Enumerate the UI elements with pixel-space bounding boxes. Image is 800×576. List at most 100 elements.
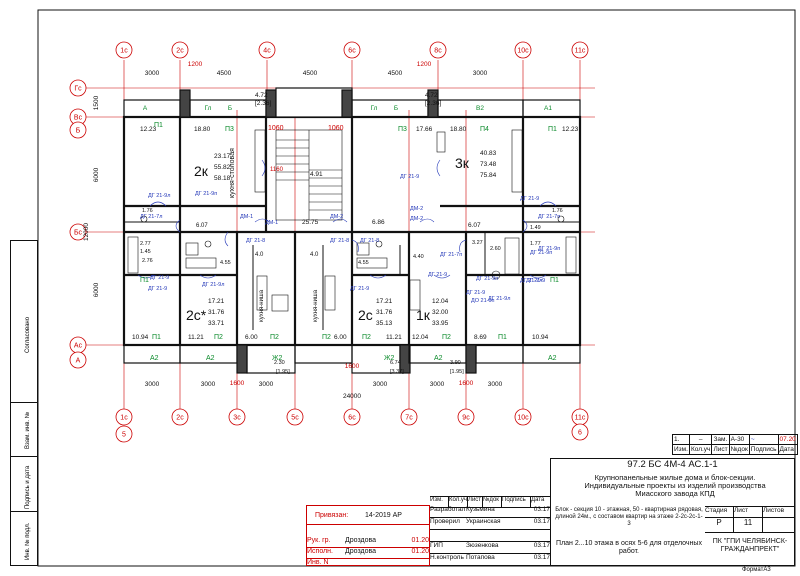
axis-top-label-circle (571, 41, 589, 59)
attach-name: Дроздова (345, 537, 377, 544)
axis-bottom-label-circle (343, 408, 361, 426)
person-row: Проверил Украинская 03.17 (430, 518, 550, 530)
rev-dash: – (688, 434, 713, 445)
dim-left: 12000 (83, 223, 90, 241)
axis-bottom-label: 5с (291, 415, 299, 422)
room-apt-l-3: 58.18 (214, 175, 231, 182)
room-l-277: 2.77 (140, 241, 151, 247)
axis-left-big-label-circle (69, 121, 87, 139)
dim-bottom: 3000 (488, 381, 503, 388)
rev-date: 07.20 (777, 434, 798, 445)
room-l-p3: П3 (225, 126, 234, 133)
axis-bottom-label-circle (457, 408, 475, 426)
dim-bottom: 3000 (373, 381, 388, 388)
room-c-2575: 25.75 (302, 219, 319, 226)
axis-top-label-circle (429, 41, 447, 59)
room-b-1121: 11.21 (188, 334, 204, 341)
axis-bottom-label: 2с (176, 415, 184, 422)
door-label: ДГ 21-7л (520, 278, 542, 284)
axis-bottom-label: 9с (462, 415, 470, 422)
door-label: ДГ 21-9 (148, 286, 167, 292)
dim-left: 6000 (93, 167, 100, 182)
axis-top-label: 2с (176, 48, 184, 55)
duct-label: [2.36] (255, 100, 271, 107)
room-apt-r-3: 75.84 (480, 172, 497, 179)
room-apt-r: 3к (455, 155, 470, 171)
room-apt-1k: 1к (416, 307, 431, 323)
stage-head: Стадия Лист Листов (705, 506, 795, 518)
door-label: ДМ-2 (330, 214, 343, 220)
door-label: ДО 21-9п (471, 298, 495, 304)
room-b-a2d: А2 (548, 355, 557, 362)
dim-bottom: 3000 (201, 381, 216, 388)
duct-label: 4.72 (255, 92, 268, 99)
axis-left-label: Бс (74, 230, 83, 237)
axis-bottom-big-label: 5 (122, 432, 126, 439)
axis-left-big-label-circle (69, 351, 87, 369)
room-r-177: 1.77 (530, 241, 541, 247)
door-label: ДГ 21-8 (360, 238, 379, 244)
dim-top: 4500 (303, 70, 318, 77)
door-label: ДГ 21-9 (150, 275, 169, 281)
project-name: Крупнопанельные жилые дома и блок-секции… (584, 473, 766, 498)
axis-left-label: Ас (74, 343, 83, 350)
room-kitchen-niche-2: кухня-ниша (313, 289, 319, 322)
axis-bottom-label: 1с (120, 415, 128, 422)
door-label: ДМ-1 (240, 214, 253, 220)
person-date (516, 530, 550, 541)
revision-head-row: Изм. Кол.уч Лист №док Подпись Дата (672, 444, 798, 455)
door-label: ДГ 21-9л (202, 282, 224, 288)
room-b-1094: 10.94 (132, 334, 149, 341)
balcony-top-label: В2 (476, 105, 484, 112)
axis-bottom-label-circle (286, 408, 304, 426)
rev-sheet: А-30 (728, 434, 750, 445)
axis-bottom-big-label-circle (571, 423, 589, 441)
room-b-1121b: 11.21 (386, 334, 402, 341)
attach-date (391, 559, 429, 568)
attach-person: Исполн. Дроздова 01.20 (307, 548, 429, 559)
stage-h-1: Лист (734, 507, 763, 517)
person-row: Разработал Кузьмина 03.17 (430, 506, 550, 518)
axis-top-label-circle (343, 41, 361, 59)
balcony-top-label: Б (394, 105, 398, 112)
format-label: ФорматА3 (742, 567, 771, 573)
side-cell-agree: Согласовано (11, 241, 37, 403)
door-label: ДГ 21-9 (350, 286, 369, 292)
room-c-40b: 4.0 (310, 252, 319, 258)
attach-name (345, 559, 391, 568)
dim-bottom-red: 1600 (345, 363, 360, 370)
room-apt-1k-3: 33.95 (432, 320, 449, 327)
room-b-p2d: П2 (362, 334, 371, 341)
doc-code: 97.2 БС 4М-4 АС.1-1 (627, 459, 718, 470)
room-apt-r-1: 40.83 (480, 150, 497, 157)
title-block: 1. – Зам. А-30 ~ 07.20 Изм. Кол.уч Лист … (430, 434, 798, 566)
room-l-607: 6.07 (196, 223, 208, 229)
attach-date: 01.20 (411, 548, 429, 555)
block-description: Блок - секция 10 - этажная, 50 - квартир… (555, 507, 703, 527)
side-sign-label: Подпись и дата (25, 465, 31, 509)
person-date: 03.17 (533, 518, 550, 525)
door-label: ДГ 21-9 (428, 272, 447, 278)
person-date: 03.17 (533, 542, 550, 549)
room-r-p4: П4 (480, 126, 489, 133)
dim-bottom-red: 1600 (230, 380, 245, 387)
person-name: Кузьмина (466, 506, 495, 513)
duct-label: 4.72 (425, 92, 438, 99)
room-b-p1b: П1 (498, 334, 507, 341)
attach-name: Дроздова (345, 548, 377, 555)
door-label: ДГ 21-8 (246, 238, 265, 244)
axis-top-label: 4с (263, 48, 271, 55)
room-c-40a: 4.0 (255, 252, 264, 258)
person-name: Потапова (466, 554, 495, 561)
dim-top: 4500 (217, 70, 232, 77)
room-apt-2cs-3: 33.71 (208, 320, 225, 327)
rev-head-3: №док (728, 444, 750, 455)
attach-role: Исполн. (307, 548, 333, 555)
person-date: 03.17 (533, 506, 550, 513)
dim-total: 24000 (343, 393, 361, 400)
sign-h-3: №док (483, 497, 502, 507)
fixtures (127, 129, 577, 312)
rev-head-4: Подпись (748, 444, 779, 455)
door-label: ДГ 21-7п (440, 252, 462, 258)
